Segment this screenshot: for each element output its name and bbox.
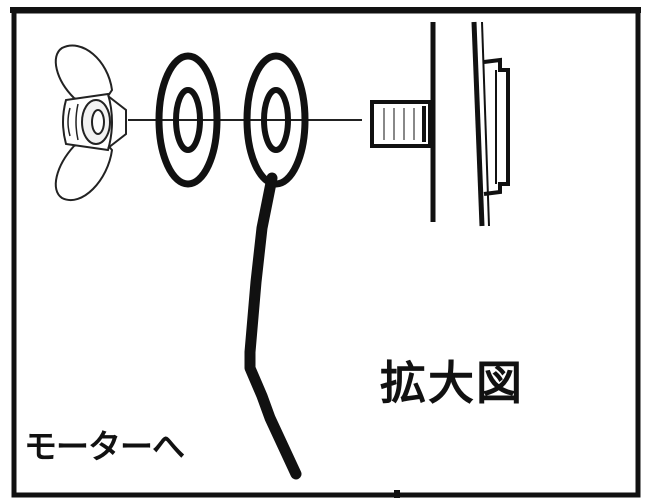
motor-label: モーターへ (24, 427, 185, 466)
border-tick (394, 490, 400, 498)
motor-lead-wire (244, 172, 302, 480)
washer-1 (155, 52, 221, 188)
bolt-stud (370, 100, 432, 148)
wing-nut-icon (54, 44, 127, 201)
housing-profile (471, 21, 510, 227)
diagram-title: 拡大図 (380, 356, 524, 410)
